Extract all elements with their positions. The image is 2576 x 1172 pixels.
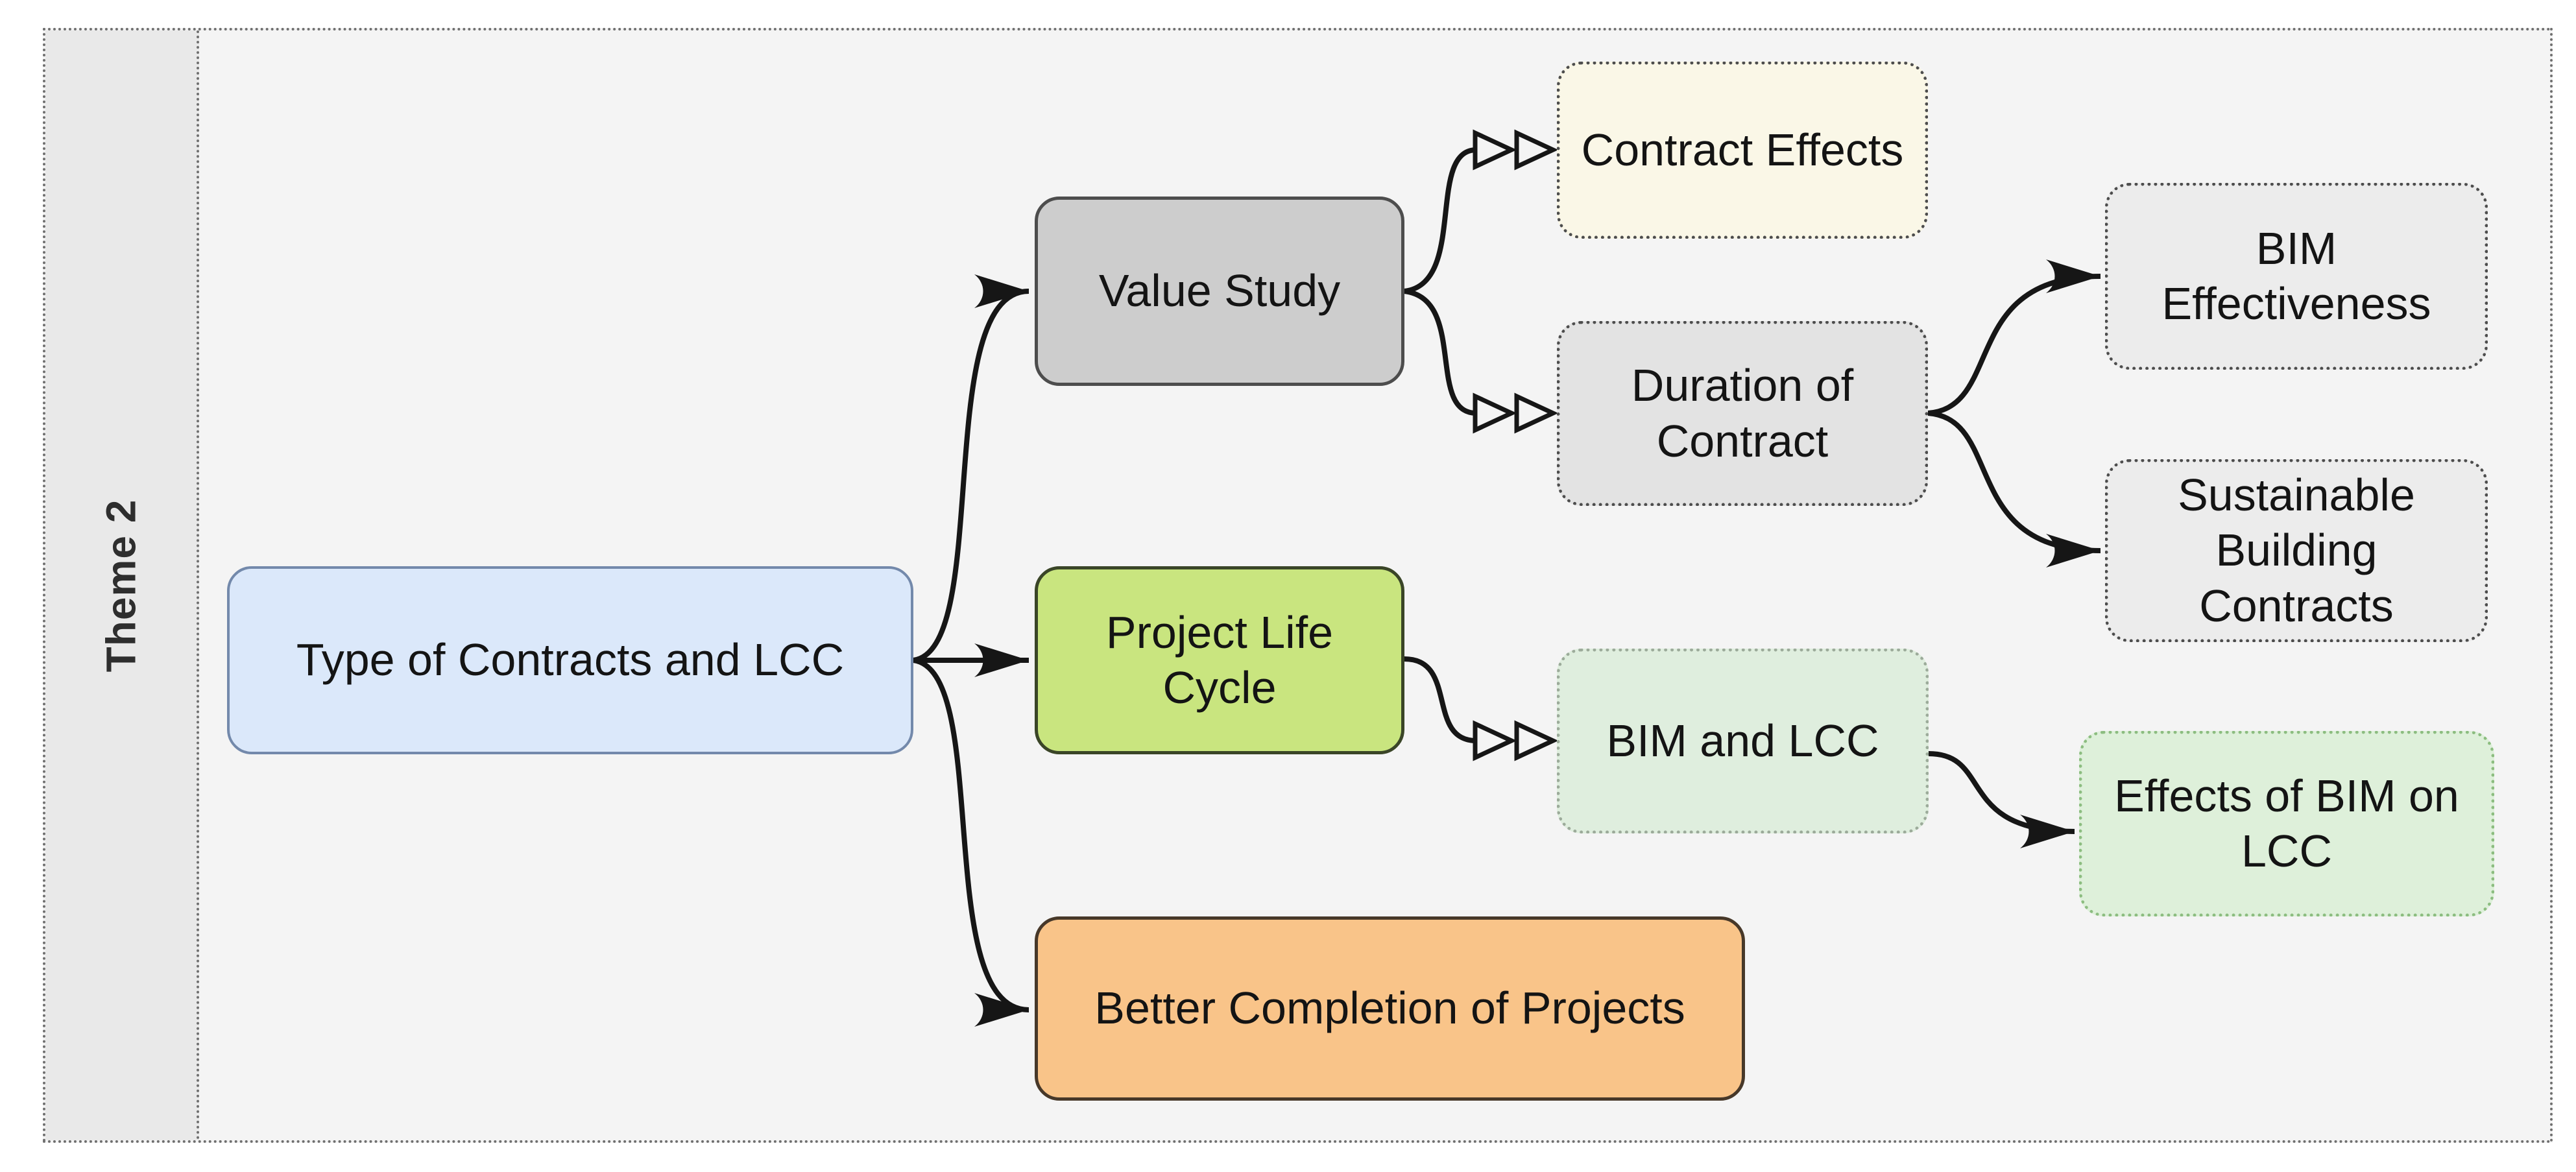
node-label: Contract Effects bbox=[1581, 124, 1904, 175]
theme-title: Theme 2 bbox=[97, 499, 145, 672]
node-label: Duration of Contract bbox=[1631, 360, 1854, 466]
node-label: BIM and LCC bbox=[1606, 715, 1879, 766]
node-type-of-contracts-and-lcc[interactable]: Type of Contracts and LCC bbox=[227, 566, 913, 754]
node-contract-effects[interactable]: Contract Effects bbox=[1557, 62, 1928, 239]
node-label: Project Life Cycle bbox=[1105, 606, 1334, 713]
node-project-life-cycle[interactable]: Project Life Cycle bbox=[1035, 566, 1404, 754]
node-label: Type of Contracts and LCC bbox=[296, 634, 845, 686]
node-label: Value Study bbox=[1098, 265, 1341, 317]
node-label: Effects of BIM on LCC bbox=[2114, 770, 2459, 876]
node-label: BIM Effectiveness bbox=[2161, 222, 2431, 329]
node-better-completion-of-projects[interactable]: Better Completion of Projects bbox=[1035, 916, 1745, 1101]
node-effects-of-bim-on-lcc[interactable]: Effects of BIM on LCC bbox=[2079, 731, 2494, 916]
node-label: Sustainable Building Contracts bbox=[2178, 469, 2415, 631]
node-duration-of-contract[interactable]: Duration of Contract bbox=[1557, 321, 1928, 506]
theme-sidebar-strip: Theme 2 bbox=[45, 30, 199, 1140]
node-sustainable-building-contracts[interactable]: Sustainable Building Contracts bbox=[2105, 459, 2488, 642]
node-bim-effectiveness[interactable]: BIM Effectiveness bbox=[2105, 183, 2488, 370]
node-value-study[interactable]: Value Study bbox=[1035, 197, 1404, 386]
node-label: Better Completion of Projects bbox=[1094, 983, 1685, 1034]
node-bim-and-lcc[interactable]: BIM and LCC bbox=[1557, 649, 1929, 833]
